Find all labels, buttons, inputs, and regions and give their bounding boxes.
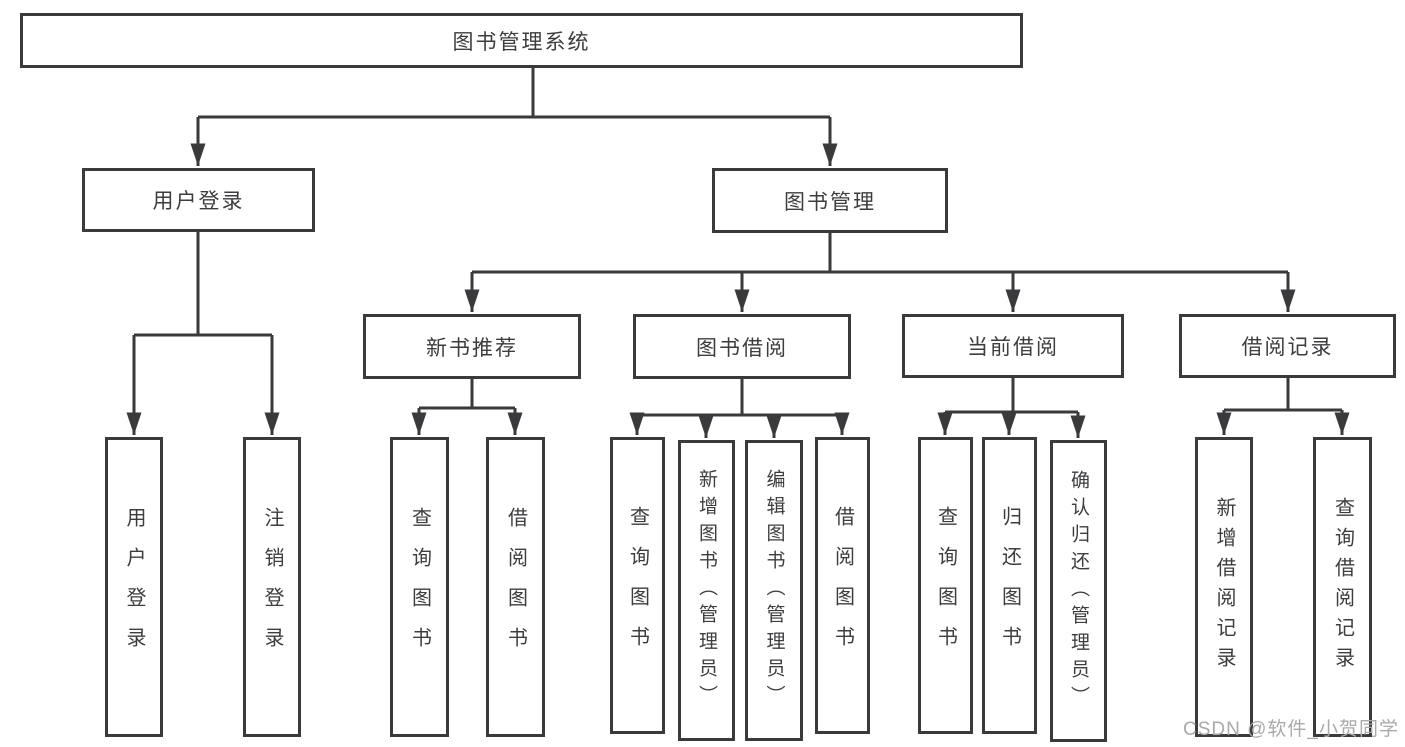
leaf-query-books-current: 查询图书 <box>918 437 973 734</box>
leaf-label: 确认归还（管理员） <box>1068 469 1089 713</box>
leaf-label: 借阅图书 <box>504 507 527 667</box>
node-label: 当前借阅 <box>967 336 1059 359</box>
leaf-label: 查询图书 <box>408 507 431 667</box>
node-borrowing-records: 借阅记录 <box>1179 314 1396 378</box>
node-label: 图书借阅 <box>696 336 788 360</box>
leaf-label: 借阅图书 <box>831 505 854 666</box>
node-label: 用户登录 <box>152 190 245 213</box>
node-book-borrowing: 图书借阅 <box>633 314 851 379</box>
leaf-borrow-books-recommend: 借阅图书 <box>486 437 545 737</box>
node-label: 图书管理 <box>784 190 876 214</box>
leaf-edit-book-admin: 编辑图书（管理员） <box>745 440 803 741</box>
leaf-query-books-borrowing: 查询图书 <box>610 437 665 734</box>
leaf-label: 新增图书（管理员） <box>696 469 717 712</box>
leaf-add-borrow-record: 新增借阅记录 <box>1195 437 1253 737</box>
leaf-label: 编辑图书（管理员） <box>763 469 785 712</box>
node-user-login: 用户登录 <box>82 168 315 232</box>
leaf-borrow-books-borrowing: 借阅图书 <box>815 437 870 734</box>
node-label: 新书推荐 <box>426 336 518 360</box>
node-current-borrowing: 当前借阅 <box>902 314 1124 378</box>
leaf-label: 用户登录 <box>123 507 145 667</box>
leaf-label: 新增借阅记录 <box>1213 497 1235 677</box>
csdn-watermark: CSDN @软件_小贺同学 <box>1183 719 1399 740</box>
leaf-logout: 注销登录 <box>243 437 301 737</box>
leaf-add-book-admin: 新增图书（管理员） <box>678 440 735 741</box>
node-label: 借阅记录 <box>1241 336 1334 359</box>
leaf-confirm-return-admin: 确认归还（管理员） <box>1050 440 1107 742</box>
leaf-label: 查询图书 <box>626 505 649 666</box>
node-library-management-system: 图书管理系统 <box>20 13 1023 68</box>
leaf-label: 查询借阅记录 <box>1331 497 1354 677</box>
node-new-book-recommend: 新书推荐 <box>363 314 581 379</box>
leaf-return-books: 归还图书 <box>982 437 1037 734</box>
leaf-label: 注销登录 <box>261 507 283 667</box>
node-label: 图书管理系统 <box>452 30 591 54</box>
leaf-label: 查询图书 <box>934 505 957 666</box>
leaf-label: 归还图书 <box>998 505 1021 666</box>
leaf-query-borrow-record: 查询借阅记录 <box>1313 437 1372 737</box>
node-book-management: 图书管理 <box>712 168 948 233</box>
leaf-user-login: 用户登录 <box>105 437 163 737</box>
leaf-query-books-recommend: 查询图书 <box>390 437 449 737</box>
